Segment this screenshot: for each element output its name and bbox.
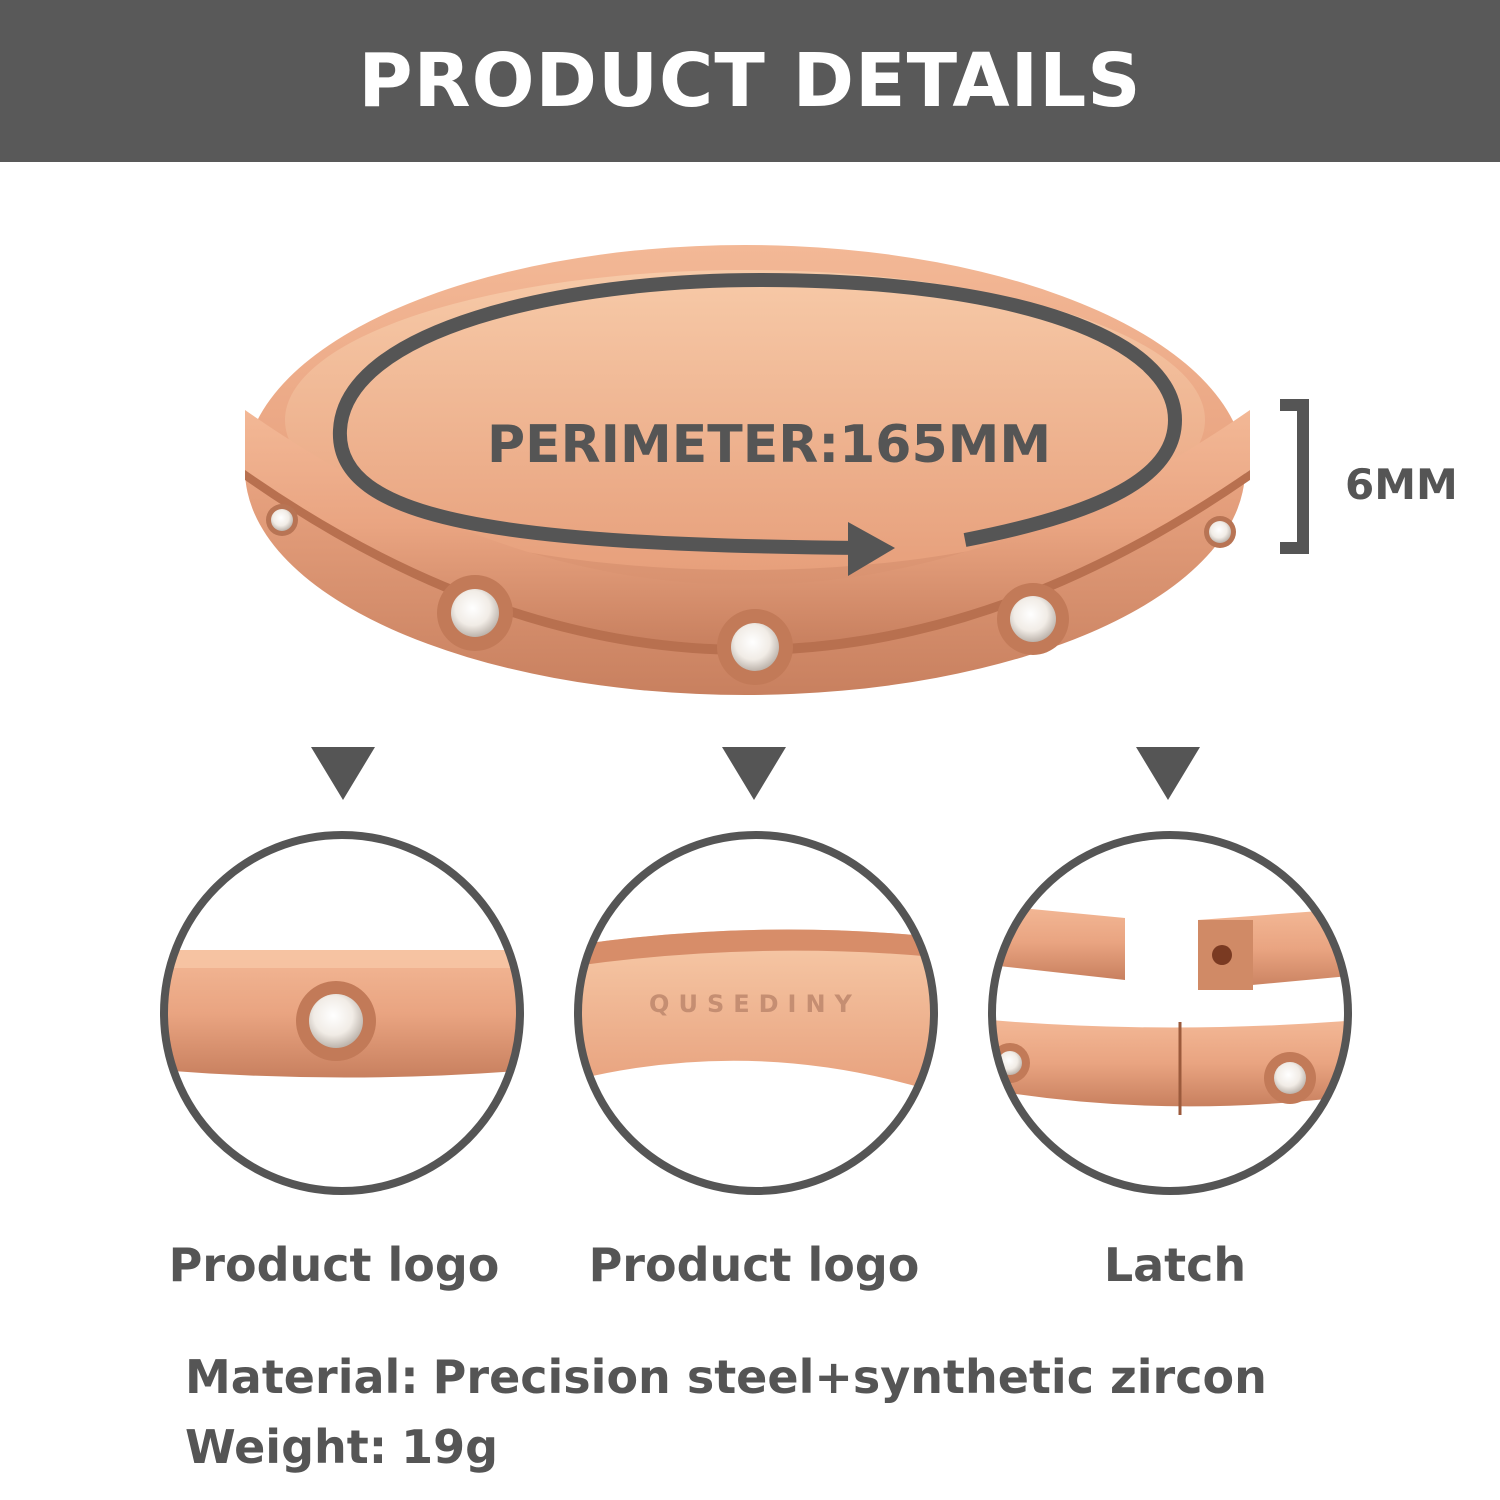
weight-spec: Weight:19g [185,1420,498,1474]
perimeter-arrowhead-icon [848,522,895,576]
width-bracket-icon [1280,399,1309,554]
weight-value: 19g [401,1420,499,1474]
detail-circle-engraving: QUSEDINY [574,831,938,1195]
weight-label: Weight: [185,1420,388,1474]
triangle-down-icon [1136,747,1200,800]
perimeter-label: PERIMETER:165MM [487,415,1052,475]
triangle-down-icon [311,747,375,800]
triangle-down-icon [722,747,786,800]
engraving-text: QUSEDINY [649,990,861,1018]
material-label: Material: [185,1350,419,1404]
zircon-stones [266,504,1236,685]
caption-product-logo: Product logo [588,1238,920,1292]
width-label: 6MM [1345,460,1458,509]
page-title: PRODUCT DETAILS [358,38,1142,124]
material-spec: Material:Precision steel+synthetic zirco… [185,1350,1267,1404]
detail-circle-latch [988,831,1352,1195]
caption-latch: Latch [1103,1238,1247,1292]
material-value: Precision steel+synthetic zircon [432,1350,1267,1404]
header-banner: PRODUCT DETAILS [0,0,1500,162]
detail-circle-stone [160,831,524,1195]
bracelet-image [245,245,1250,695]
caption-product-logo: Product logo [168,1238,500,1292]
